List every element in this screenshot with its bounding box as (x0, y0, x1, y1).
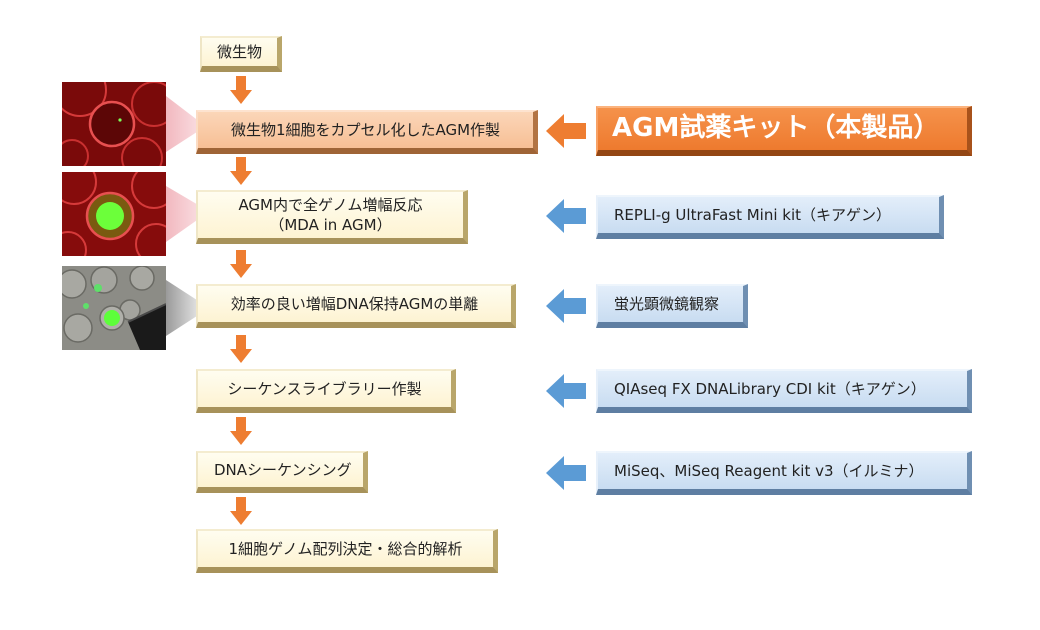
flow-step-mda-line1: AGM内で全ゲノム増幅反応 (238, 195, 423, 214)
flow-step-sequencing: DNAシーケンシング (196, 451, 368, 493)
reagent-qiaseq: QIAseq FX DNALibrary CDI kit（キアゲン） (596, 369, 972, 413)
flow-step-microbe-label: 微生物 (216, 42, 262, 61)
reagent-microscopy-label: 蛍光顕微鏡観察 (614, 294, 720, 313)
flow-step-mda-line2: （MDA in AGM） (269, 216, 392, 234)
flow-step-isolation: 効率の良い増幅DNA保持AGMの単離 (196, 284, 516, 328)
reagent-miseq: MiSeq、MiSeq Reagent kit v3（イルミナ） (596, 451, 972, 495)
flow-arrow-6 (230, 497, 252, 525)
flow-arrow-4 (230, 335, 252, 363)
flow-arrow-1 (230, 76, 252, 104)
reagent-qiaseq-label: QIAseq FX DNALibrary CDI kit（キアゲン） (614, 379, 926, 398)
photo-callout-1 (166, 96, 200, 152)
reagent-arrow-qiaseq (546, 374, 586, 408)
reagent-agm-kit-label: AGM試薬キット（本製品） (612, 113, 940, 144)
reagent-repli-g-label: REPLI-g UltraFast Mini kit（キアゲン） (614, 205, 892, 224)
reagent-repli-g: REPLI-g UltraFast Mini kit（キアゲン） (596, 195, 944, 239)
flow-step-microbe: 微生物 (200, 36, 282, 72)
flow-step-analysis-label: 1細胞ゲノム配列決定・総合的解析 (228, 539, 463, 558)
reagent-arrow-repli-g (546, 199, 586, 233)
mda-photo (62, 172, 166, 256)
flow-step-library-label: シーケンスライブラリー作製 (227, 379, 422, 398)
reagent-arrow-agm (546, 114, 586, 148)
photo-callout-3 (166, 280, 200, 336)
flow-step-capsule-label: 微生物1細胞をカプセル化したAGM作製 (230, 120, 501, 139)
flow-step-isolation-label: 効率の良い増幅DNA保持AGMの単離 (230, 294, 479, 313)
reagent-arrow-miseq (546, 456, 586, 490)
capsule-photo (62, 82, 166, 166)
flow-arrow-5 (230, 417, 252, 445)
flow-step-analysis: 1細胞ゲノム配列決定・総合的解析 (196, 529, 498, 573)
reagent-miseq-label: MiSeq、MiSeq Reagent kit v3（イルミナ） (614, 461, 924, 480)
reagent-agm-kit: AGM試薬キット（本製品） (596, 106, 972, 156)
isolation-photo (62, 266, 166, 350)
flow-arrow-2 (230, 157, 252, 185)
reagent-arrow-microscopy (546, 289, 586, 323)
photo-callout-2 (166, 186, 200, 242)
reagent-microscopy: 蛍光顕微鏡観察 (596, 284, 748, 328)
flow-step-library: シーケンスライブラリー作製 (196, 369, 456, 413)
flow-arrow-3 (230, 250, 252, 278)
flow-step-sequencing-label: DNAシーケンシング (214, 460, 352, 479)
flow-step-capsule: 微生物1細胞をカプセル化したAGM作製 (196, 110, 538, 154)
flow-step-mda: AGM内で全ゲノム増幅反応 （MDA in AGM） (196, 190, 468, 244)
